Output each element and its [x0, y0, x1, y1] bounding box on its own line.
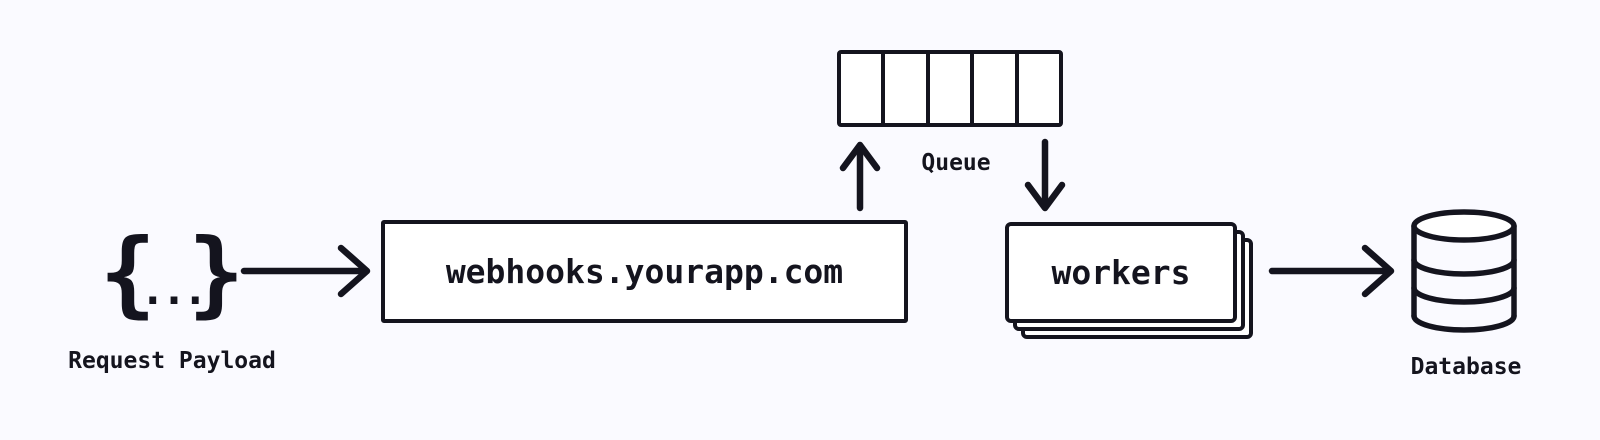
queue-cell [841, 54, 886, 123]
arrow-up-icon [839, 141, 881, 212]
database-label: Database [1410, 354, 1522, 380]
queue-cell [929, 54, 975, 123]
queue-node [837, 50, 1063, 127]
arrow-down-icon [1024, 138, 1066, 212]
brace-left: { [99, 218, 157, 328]
queue-cell [974, 54, 1019, 123]
database-icon [1411, 209, 1517, 333]
workers-node: workers [1005, 222, 1237, 323]
webhook-server-label: webhooks.yourapp.com [445, 252, 844, 291]
queue-cell [885, 54, 930, 123]
workers-label: workers [1051, 253, 1191, 292]
queue-label: Queue [921, 150, 991, 176]
json-braces-icon: { ... } [92, 222, 252, 320]
webhook-server-node: webhooks.yourapp.com [381, 220, 908, 323]
arrow-right-icon [1268, 244, 1395, 298]
arrow-right-icon [240, 244, 371, 298]
request-payload-label: Request Payload [68, 348, 276, 374]
ellipsis-dots: ... [140, 265, 208, 314]
queue-cell [1018, 54, 1060, 123]
brace-right: } [187, 218, 245, 328]
